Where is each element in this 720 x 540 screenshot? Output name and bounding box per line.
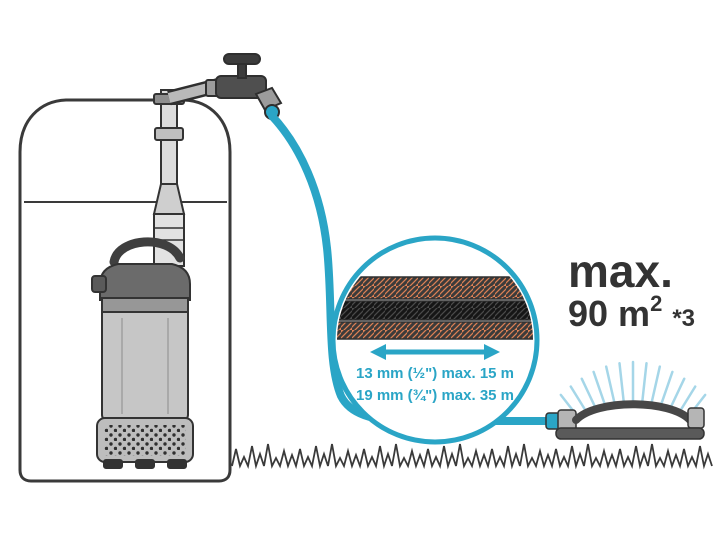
tap-handle — [223, 53, 261, 65]
callout-circle — [330, 235, 540, 445]
pump-spout — [91, 275, 107, 293]
pump-body — [101, 297, 189, 421]
sprinkler-arm — [572, 400, 694, 424]
pump-body-band — [101, 297, 189, 313]
water-spray — [559, 360, 707, 419]
arrow-head-left — [370, 344, 386, 360]
pump-foot — [167, 459, 187, 469]
hose-layer-mesh — [337, 300, 533, 321]
pump-handle — [109, 237, 185, 267]
grass — [231, 443, 713, 470]
riser-pipe — [152, 89, 186, 267]
tap-valve — [167, 53, 283, 120]
coverage-area-text: 90 m2 *3 — [568, 291, 695, 334]
hose-cross-section — [337, 276, 533, 340]
hose-detail-callout: 13 mm (½") max. 15 m 19 mm (¾") max. 35 … — [330, 235, 540, 445]
sprinkler-base — [555, 427, 705, 440]
coverage-max-text: max. — [568, 245, 673, 297]
sprinkler-illustration — [545, 360, 707, 440]
pump-foot — [103, 459, 123, 469]
coverage-area-sup: 2 — [650, 291, 662, 316]
hose-layer-inner — [337, 321, 533, 340]
submersible-pump-illustration — [91, 89, 194, 469]
garden-hose — [268, 112, 556, 425]
hose-size-line-2: 19 mm (¾") max. 35 m — [356, 387, 514, 404]
arrow-head-right — [484, 344, 500, 360]
hose-layer-outer — [337, 276, 533, 300]
coverage-area-value: 90 m — [568, 293, 650, 334]
coverage-label: max. 90 m2 *3 — [568, 245, 695, 334]
pump-head — [99, 263, 191, 301]
diameter-arrow — [370, 344, 500, 360]
hose-size-line-1: 13 mm (½") max. 15 m — [356, 365, 514, 382]
coverage-footnote: *3 — [672, 305, 695, 332]
pump-strainer-holes — [104, 425, 186, 456]
sprinkler-end-cap — [687, 407, 705, 429]
pump-foot — [135, 459, 155, 469]
